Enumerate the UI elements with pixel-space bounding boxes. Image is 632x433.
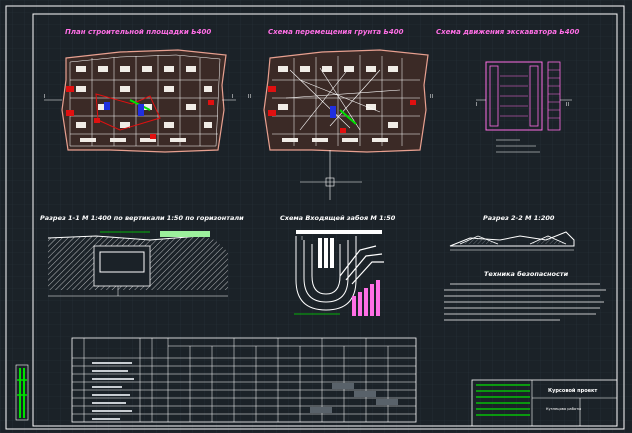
safety-title: Техника безопасности [484, 270, 569, 278]
excavator-scheme-title: Схема движения экскаватора Ь400 [436, 28, 579, 36]
excavator-mark-left: I [476, 102, 477, 108]
site-plan-mark-left: I [44, 94, 45, 100]
excavator-scheme[interactable]: I II [476, 61, 572, 153]
pit-scheme[interactable] [294, 230, 384, 316]
site-plan-title: План строительной площадки Ь400 [65, 28, 211, 36]
safety-notes [444, 283, 606, 321]
inner-frame [32, 13, 618, 427]
section-1[interactable] [47, 231, 228, 297]
title-block-title: Курсовой проект [548, 387, 597, 394]
binding-strip [15, 364, 29, 421]
soil-scheme-mark-right: II [430, 94, 433, 100]
site-plan-mark-right: I [232, 94, 233, 100]
sheet-frame [5, 5, 625, 430]
title-block[interactable]: Курсовой проект Кузнецова работы [471, 379, 618, 427]
earthwork-table[interactable] [71, 337, 417, 423]
excavator-mark-right: II [566, 102, 569, 108]
section-1-title: Разрез 1-1 М 1:400 по вертикали 1:50 по … [40, 214, 244, 222]
soil-scheme-title: Схема перемещения грунта Ь400 [268, 28, 404, 36]
pit-scheme-title: Схема Входящей забоя М 1:50 [280, 214, 396, 222]
soil-scheme-mark-left: II [248, 94, 251, 100]
soil-scheme[interactable]: II II [248, 49, 433, 200]
site-plan[interactable]: I I [44, 49, 236, 153]
section-2[interactable] [449, 231, 575, 251]
title-block-subtitle: Кузнецова работы [546, 407, 581, 411]
section-2-title: Разрез 2-2 М 1:200 [483, 214, 555, 222]
